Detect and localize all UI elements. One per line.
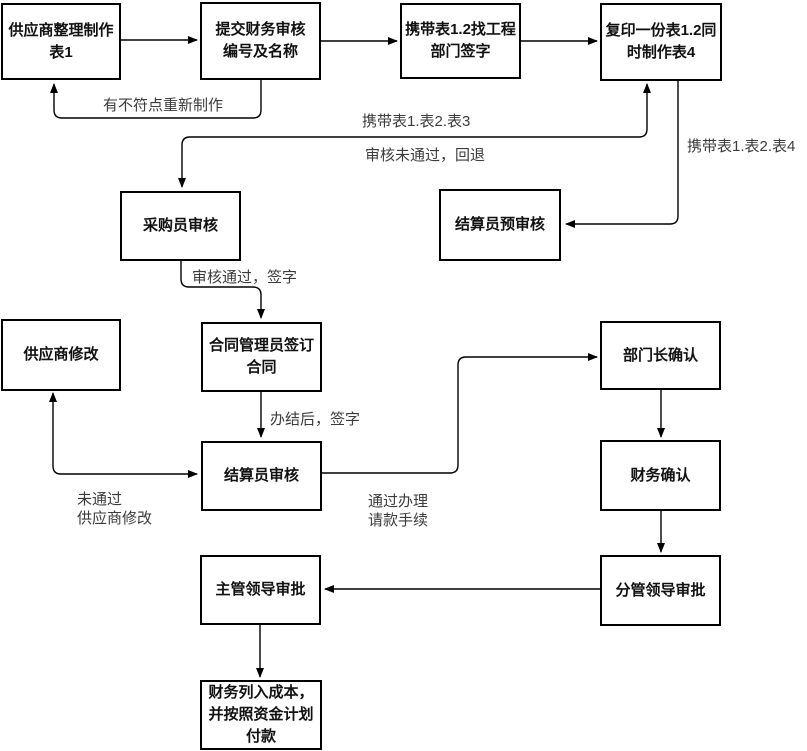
node-supplier-modify: 供应商修改 [1, 319, 121, 391]
edge-label-rework: 有不符点重新制作 [103, 97, 224, 114]
node-chief-leader-approve: 主管领导审批 [200, 555, 321, 625]
node-finance-cost-payment: 财务列入成本， 并按照资金计划 付款 [200, 680, 322, 750]
edge-label-carry-forms-124: 携带表1.表2.表4 [687, 138, 796, 155]
edge-label-after-completion-sign: 办结后，签字 [270, 411, 361, 428]
node-carry-forms-to-engineering: 携带表1.2找工程 部门签字 [400, 3, 521, 79]
node-finance-confirm: 财务确认 [600, 440, 721, 511]
node-copy-form-make-form4: 复印一份表1.2同 时制作表4 [600, 3, 722, 81]
node-contract-manager-sign: 合同管理员签订 合同 [201, 322, 322, 392]
node-department-head-confirm: 部门长确认 [600, 321, 721, 390]
edge-label-review-fail-return: 审核未通过，回退 [365, 147, 486, 164]
node-settlement-pre-review: 结算员预审核 [439, 189, 561, 261]
edge-settlement-supplier-bidirectional [49, 392, 198, 478]
edge-purchaser-to-contract [180, 261, 265, 319]
node-settlement-review: 结算员审核 [201, 441, 322, 511]
edge-copy-purchaser-bidirectional [178, 83, 651, 188]
edge-label-carry-forms-123: 携带表1.表2.表3 [362, 113, 471, 130]
edge-label-pass-payment-procedure: 通过办理 请款手续 [368, 493, 429, 529]
node-supplier-prepare-form1: 供应商整理制作 表1 [1, 3, 121, 80]
edge-settlement-to-department-head [322, 353, 598, 474]
node-submit-finance-review: 提交财务审核 编号及名称 [200, 2, 321, 80]
edge-label-review-pass-sign: 审核通过，签字 [192, 269, 298, 286]
edge-copy-to-pre-review [565, 81, 679, 228]
edge-label-fail-supplier-modify: 未通过 供应商修改 [77, 491, 153, 527]
node-purchaser-review: 采购员审核 [120, 191, 241, 261]
node-deputy-leader-approve: 分管领导审批 [600, 555, 721, 626]
